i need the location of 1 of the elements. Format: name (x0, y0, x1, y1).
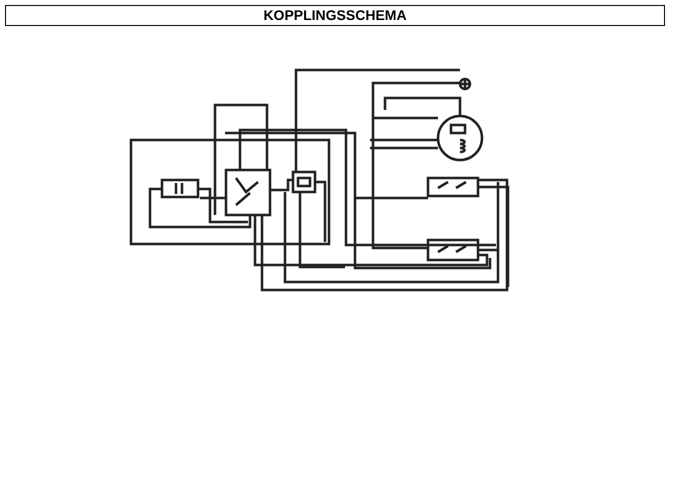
diagram-title: KOPPLINGSSCHEMA (5, 5, 665, 26)
